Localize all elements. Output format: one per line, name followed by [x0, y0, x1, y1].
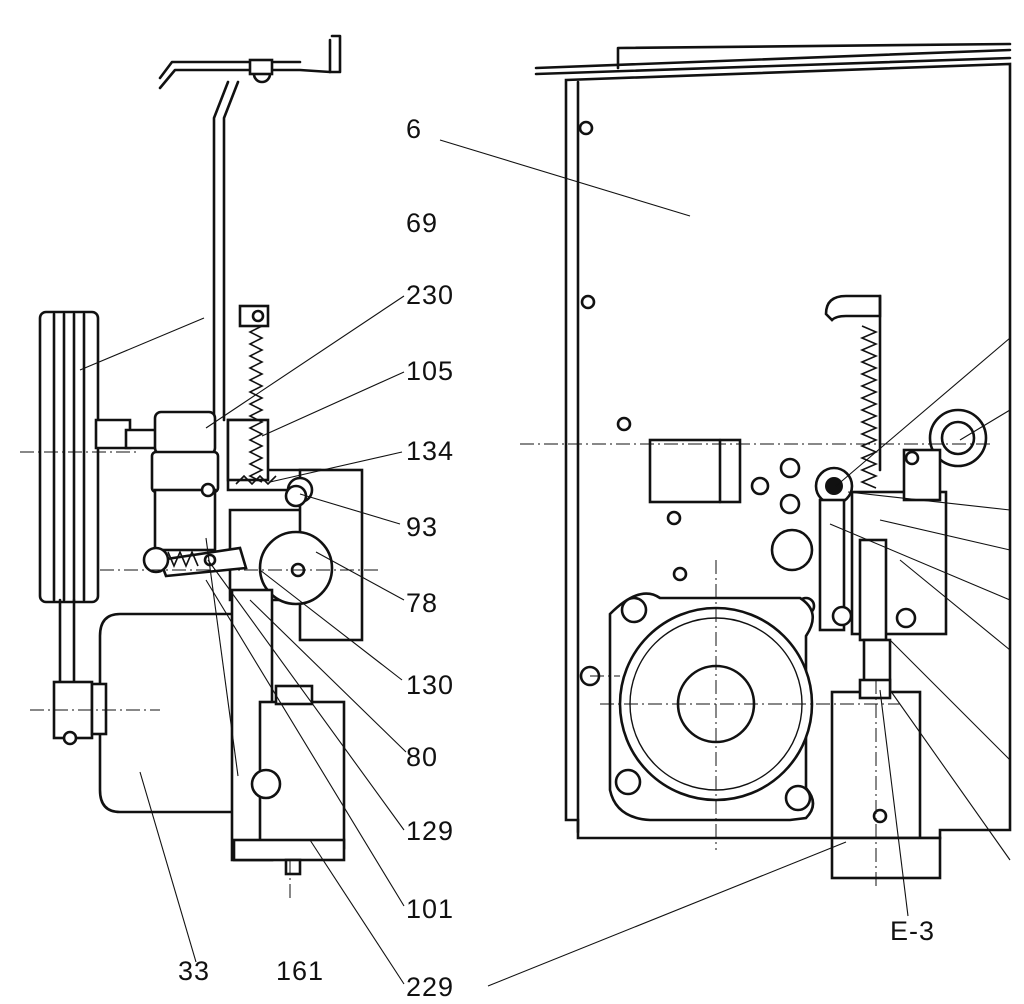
- label-130: 130: [406, 670, 454, 700]
- label-134: 134: [406, 436, 454, 466]
- label-93: 93: [406, 512, 438, 542]
- label-e3: E-3: [890, 916, 935, 946]
- label-101: 101: [406, 894, 454, 924]
- label-80: 80: [406, 742, 438, 772]
- label-105: 105: [406, 356, 454, 386]
- label-161: 161: [276, 956, 324, 986]
- label-78: 78: [406, 588, 438, 618]
- stepper-motor: [608, 592, 815, 822]
- label-33: 33: [178, 956, 210, 986]
- label-230: 230: [406, 280, 454, 310]
- right-front-view: [520, 42, 1012, 890]
- pulley-wheel: [38, 310, 158, 746]
- label-69: 69: [406, 208, 438, 238]
- left-side-view: [20, 34, 380, 900]
- label-229: 229: [406, 972, 454, 1002]
- callout-labels: 6 69 230 105 134 93 78 130 80 129 101 22…: [178, 114, 935, 1002]
- motor-33: [90, 612, 242, 814]
- mechanism-assembly: [142, 304, 364, 876]
- label-129: 129: [406, 816, 454, 846]
- label-6: 6: [406, 114, 422, 144]
- leader-lines: [79, 139, 1011, 987]
